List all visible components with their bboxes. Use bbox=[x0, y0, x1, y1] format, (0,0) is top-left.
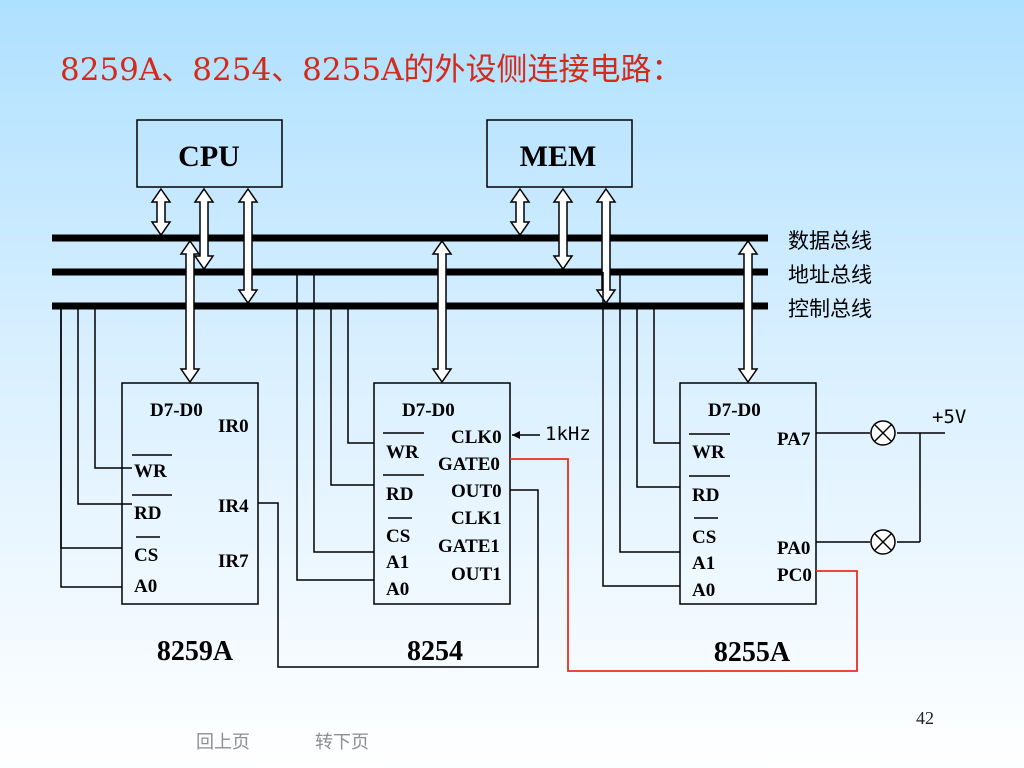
bus-wires bbox=[60, 272, 945, 668]
double-arrow-icon bbox=[150, 187, 172, 237]
double-arrow-icon bbox=[737, 239, 759, 384]
double-arrow-icon bbox=[509, 187, 531, 237]
double-arrow-icon bbox=[193, 187, 215, 271]
pin-8255a-wr: WR bbox=[692, 442, 725, 463]
cpu-block bbox=[136, 119, 283, 188]
chip-8254-name: 8254 bbox=[407, 636, 463, 667]
pin-8255a-pc0: PC0 bbox=[777, 565, 812, 586]
pin-8255a-a0: A0 bbox=[692, 580, 715, 601]
prev-page-link[interactable]: 回上页 bbox=[196, 732, 250, 753]
pin-8254-cs: CS bbox=[386, 526, 410, 547]
pin-8254-rd: RD bbox=[386, 484, 413, 505]
pin-8254-a0: A0 bbox=[386, 579, 409, 600]
pin-8259a-ir7: IR7 bbox=[218, 551, 249, 572]
pin-8254-d7d0: D7-D0 bbox=[402, 400, 455, 421]
supply-label: +5V bbox=[932, 406, 966, 428]
data-bus-label: 数据总线 bbox=[788, 229, 872, 253]
pin-8255a-a1: A1 bbox=[692, 553, 715, 574]
pin-8259a-a0: A0 bbox=[134, 576, 157, 597]
pin-8254-out1: OUT1 bbox=[451, 564, 502, 585]
pin-8254-clk1: CLK1 bbox=[451, 508, 502, 529]
chip-8254 bbox=[373, 382, 511, 605]
control-bus-label: 控制总线 bbox=[788, 297, 872, 321]
pin-8259a-d7d0: D7-D0 bbox=[150, 400, 203, 421]
page-number: 42 bbox=[916, 708, 934, 728]
pin-8254-gate1: GATE1 bbox=[438, 536, 500, 557]
double-arrow-icon bbox=[431, 239, 453, 384]
pin-8259a-cs: CS bbox=[134, 545, 158, 566]
double-arrow-icon bbox=[595, 187, 617, 305]
pin-8254-gate0: GATE0 bbox=[438, 454, 500, 475]
double-arrow-icon bbox=[552, 187, 574, 271]
pin-8255a-rd: RD bbox=[692, 485, 719, 506]
lamp-icon bbox=[870, 420, 896, 446]
address-bus-label: 地址总线 bbox=[788, 263, 872, 287]
cpu-label: CPU bbox=[178, 140, 240, 173]
chip-8259a-name: 8259A bbox=[157, 636, 234, 667]
signal-wires bbox=[510, 458, 858, 672]
pin-8254-a1: A1 bbox=[386, 552, 409, 573]
pin-8254-wr: WR bbox=[386, 442, 419, 463]
next-page-link[interactable]: 转下页 bbox=[315, 732, 369, 753]
pin-8259a-ir0: IR0 bbox=[218, 416, 249, 437]
chip-8259a bbox=[121, 382, 259, 605]
pin-8254-clk0: CLK0 bbox=[451, 427, 502, 448]
lamp-icon bbox=[870, 529, 896, 555]
pin-8255a-pa0: PA0 bbox=[777, 538, 810, 559]
slide-title: 8259A、8254、8255A的外设侧连接电路： bbox=[60, 52, 683, 88]
double-arrow-icon bbox=[179, 239, 201, 384]
double-arrow-icon bbox=[237, 187, 259, 305]
bus-arrows bbox=[150, 187, 759, 384]
chip-8255a-name: 8255A bbox=[714, 637, 791, 668]
mem-label: MEM bbox=[520, 140, 597, 173]
mem-block bbox=[486, 119, 633, 188]
pin-8255a-pa7: PA7 bbox=[777, 429, 811, 450]
pin-8255a-cs: CS bbox=[692, 527, 716, 548]
chip-8255a bbox=[679, 382, 817, 605]
pin-8254-out0: OUT0 bbox=[451, 481, 502, 502]
pin-8259a-wr: WR bbox=[134, 461, 167, 482]
pin-8259a-rd: RD bbox=[134, 503, 161, 524]
pin-8259a-ir4: IR4 bbox=[218, 496, 249, 517]
clock-label: 1kHz bbox=[545, 423, 591, 445]
pin-8255a-d7d0: D7-D0 bbox=[708, 400, 761, 421]
